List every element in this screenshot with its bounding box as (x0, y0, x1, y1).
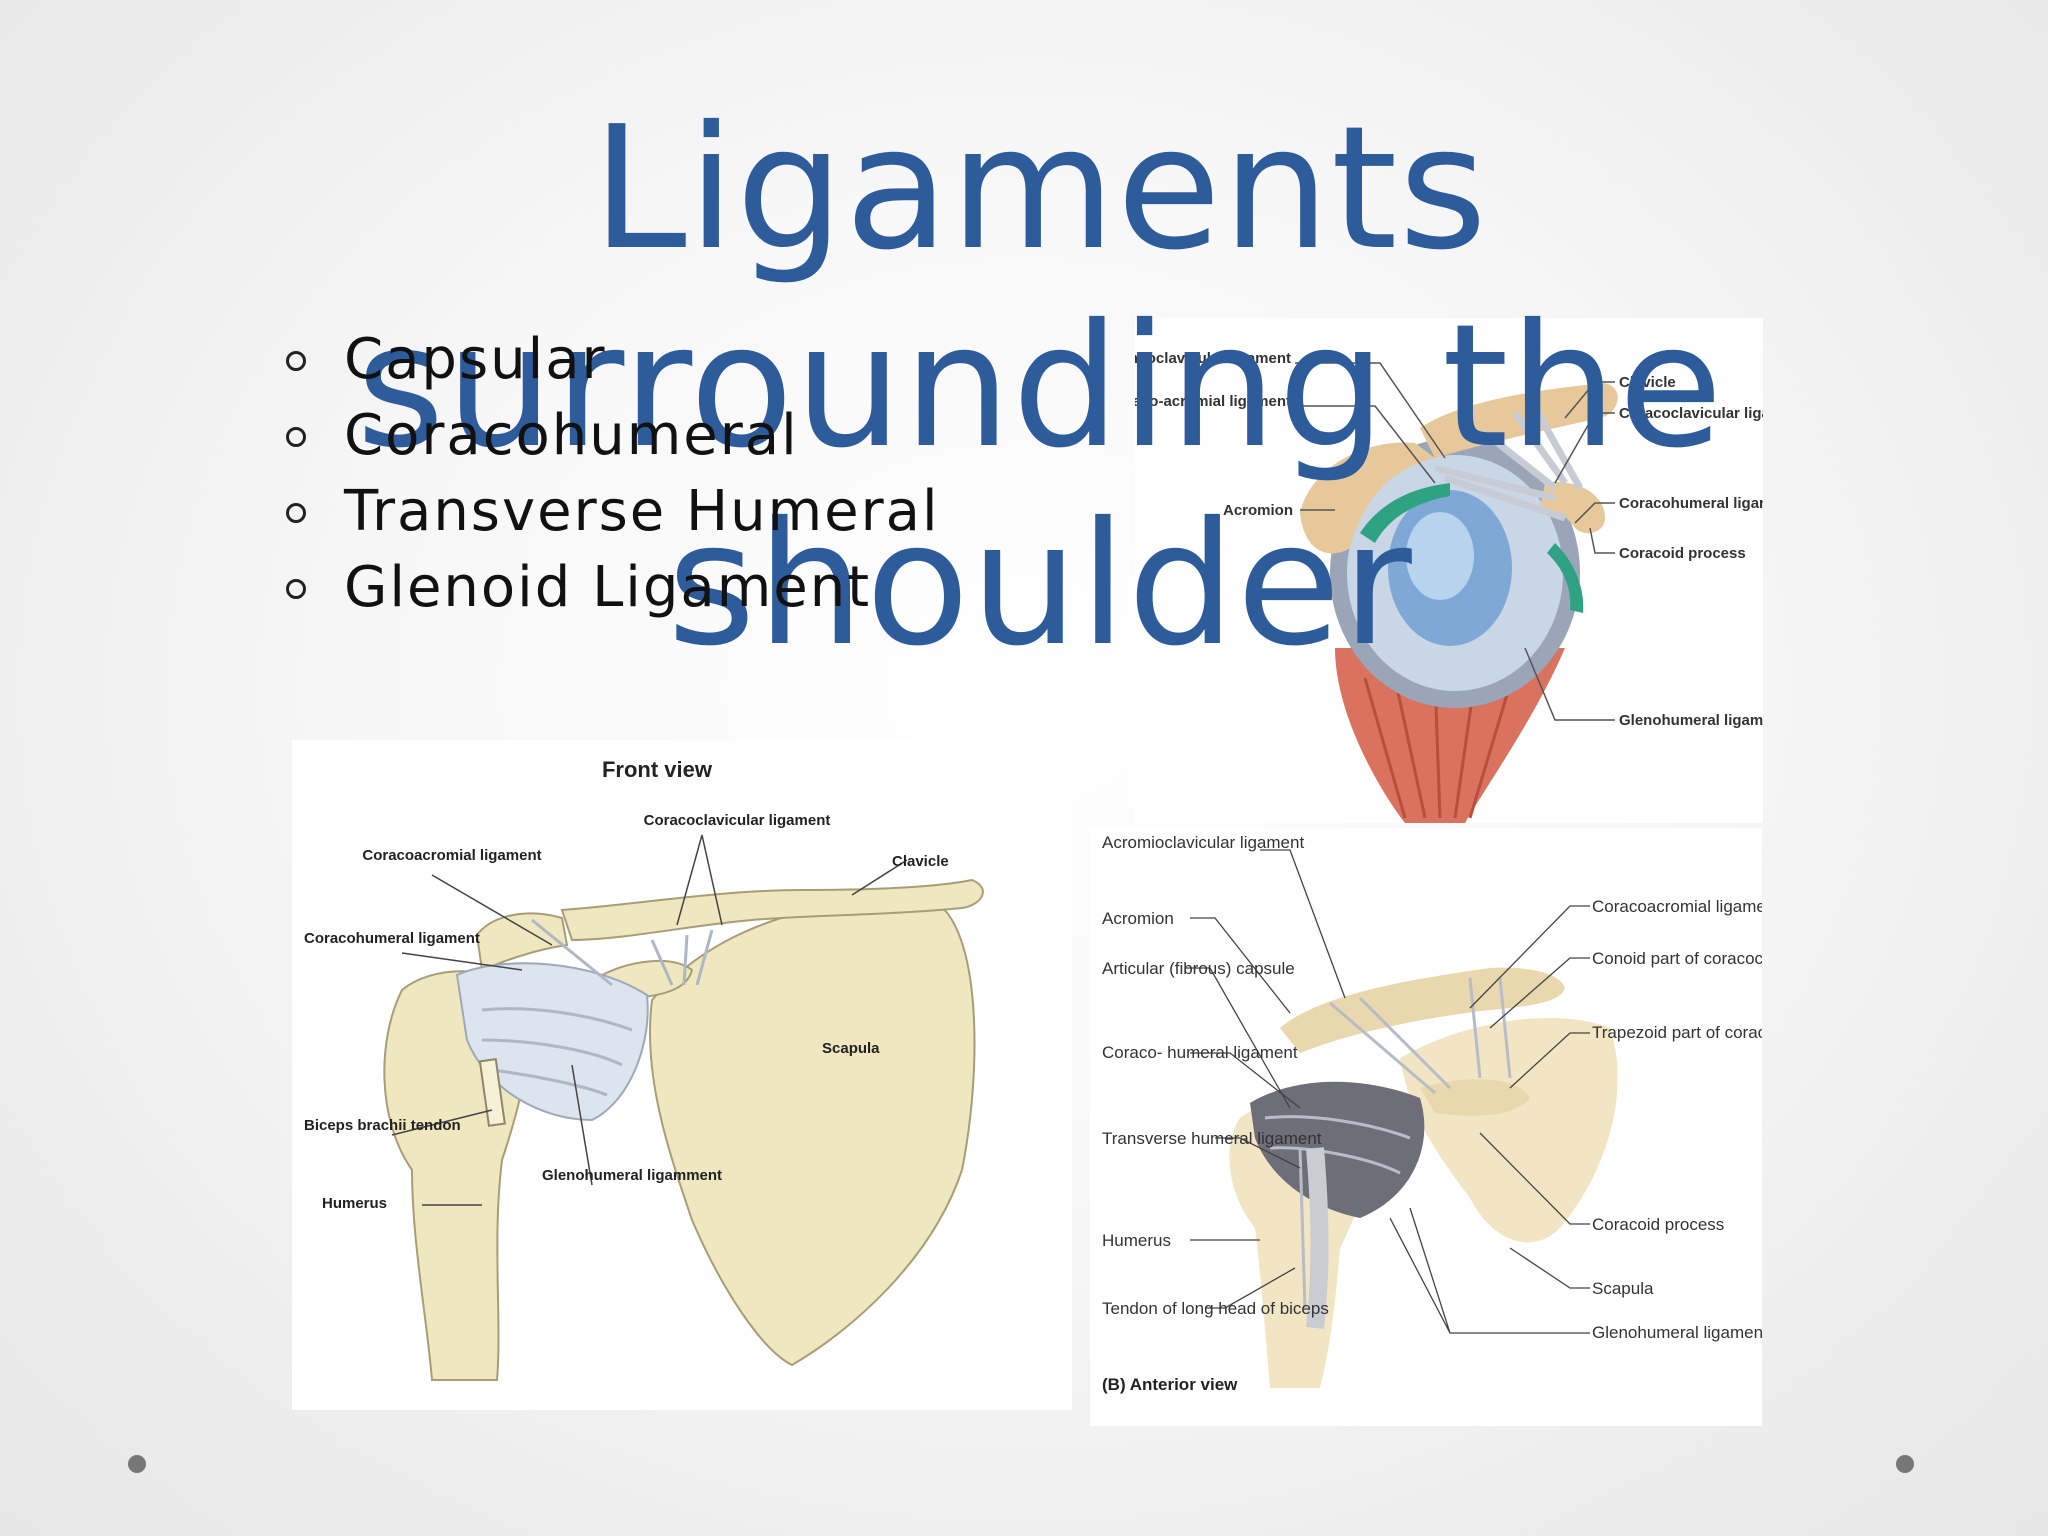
coracoid-shape (1420, 1079, 1530, 1116)
anterior-label: Coracoacromial ligament (1592, 897, 1762, 916)
figure-lateral-glenoid: Acromioclavicular ligament Coraco-acromi… (1135, 318, 1763, 823)
front-label: Humerus (322, 1195, 387, 1212)
front-label: Coracohumeral ligament (304, 930, 480, 947)
leader-lines (391, 834, 908, 1206)
anterior-label: Humerus (1102, 1231, 1171, 1250)
anterior-label: Acromioclavicular ligament (1102, 833, 1304, 852)
anterior-labels: Acromioclavicular ligament Acromion Arti… (1102, 833, 1762, 1342)
front-view-heading: Front view (602, 757, 713, 782)
anterior-label: Tendon of long head of biceps (1102, 1299, 1329, 1318)
slide-corner-dot-left (128, 1455, 146, 1473)
coracoid-shape (1540, 482, 1605, 534)
scapula-shape (649, 898, 976, 1367)
bullet-circle-icon (286, 579, 306, 599)
ligament-strands (1264, 977, 1512, 1309)
figure-front-view: Front view (292, 740, 1072, 1410)
muscle-fiber-lines (1363, 667, 1517, 819)
bullet-list: Capsular Coracohumeral Transverse Humera… (280, 322, 940, 626)
leader-lines (1185, 849, 1590, 1334)
anterior-label: Coraco- humeral ligament (1102, 1043, 1298, 1062)
front-label: Scapula (822, 1040, 880, 1057)
anterior-label: Coracoid process (1592, 1215, 1724, 1234)
fig1-label: Coracoid process (1619, 545, 1746, 562)
glenoid-highlight-shape (1406, 512, 1474, 600)
bullet-circle-icon (286, 427, 306, 447)
clavicle-shape (560, 878, 984, 942)
fig1-label: Acromion (1223, 502, 1293, 519)
bullet-text: Glenoid Ligament (344, 555, 872, 620)
anterior-label: Trapezoid part of coracoclavicular ligam… (1592, 1023, 1762, 1042)
bursa-left-shape (1360, 483, 1450, 543)
capsule-shape (455, 962, 649, 1122)
anterior-label: Articular (fibrous) capsule (1102, 959, 1295, 978)
biceps-tendon-shape (478, 1058, 506, 1127)
slide-title: Ligaments surrounding the shoulder (356, 90, 1724, 684)
anterior-caption: (B) Anterior view (1102, 1375, 1238, 1394)
fig1-label: Clavicle (1619, 374, 1676, 391)
front-label: Coracoacromial ligament (362, 847, 541, 864)
bullet-text: Coracohumeral (344, 403, 799, 468)
fig1-label: Coracohumeral ligament (cut) (1619, 495, 1763, 512)
front-view-illustration: Front view (304, 757, 984, 1381)
bullet-text: Transverse Humeral (344, 479, 940, 544)
front-label: Clavicle (892, 853, 949, 870)
bursa-right-shape (1547, 543, 1584, 613)
bullet-item: Transverse Humeral (280, 474, 940, 550)
front-label: Coracoclavicular ligament (644, 812, 831, 829)
biceps-tendon-shape (1306, 1147, 1329, 1330)
bullet-text: Capsular (344, 327, 607, 392)
scapula-shape (1400, 1018, 1618, 1243)
fig1-label: Glenohumeral ligaments (1619, 712, 1763, 729)
anterior-label: Conoid part of coracoclavicular ligament (1592, 949, 1762, 968)
figure-anterior-view: Acromioclavicular ligament Acromion Arti… (1090, 828, 1762, 1426)
lateral-glenoid-illustration: Acromioclavicular ligament Coraco-acromi… (1135, 350, 1763, 823)
ligament-strands (1434, 406, 1584, 522)
fig1-label: Coraco-acromial ligament (1135, 393, 1291, 410)
front-label: Biceps brachii tendon (304, 1117, 461, 1134)
anterior-view-illustration: Acromioclavicular ligament Acromion Arti… (1102, 833, 1762, 1394)
front-label: Glenohumeral ligamment (542, 1167, 722, 1184)
anterior-label: Scapula (1592, 1279, 1654, 1298)
clavicle-acromion-shape (1280, 967, 1565, 1053)
acromion-shape (1300, 442, 1435, 554)
ligament-strands (481, 918, 714, 1097)
bullet-circle-icon (286, 503, 306, 523)
anterior-label: Acromion (1102, 909, 1174, 928)
bullet-item: Capsular (280, 322, 940, 398)
fig1-label: Acromioclavicular ligament (1135, 350, 1291, 367)
bullet-item: Coracohumeral (280, 398, 940, 474)
leader-lines (1295, 362, 1615, 721)
acromion-shape (475, 912, 569, 972)
fig1-label: Coracoclavicular ligaments (1619, 405, 1763, 422)
bullet-item: Glenoid Ligament (280, 550, 940, 626)
bullet-circle-icon (286, 351, 306, 371)
anterior-label: Transverse humeral ligament (1102, 1129, 1322, 1148)
slide-corner-dot-right (1896, 1455, 1914, 1473)
anterior-label: Glenohumeral ligaments (1592, 1323, 1762, 1342)
